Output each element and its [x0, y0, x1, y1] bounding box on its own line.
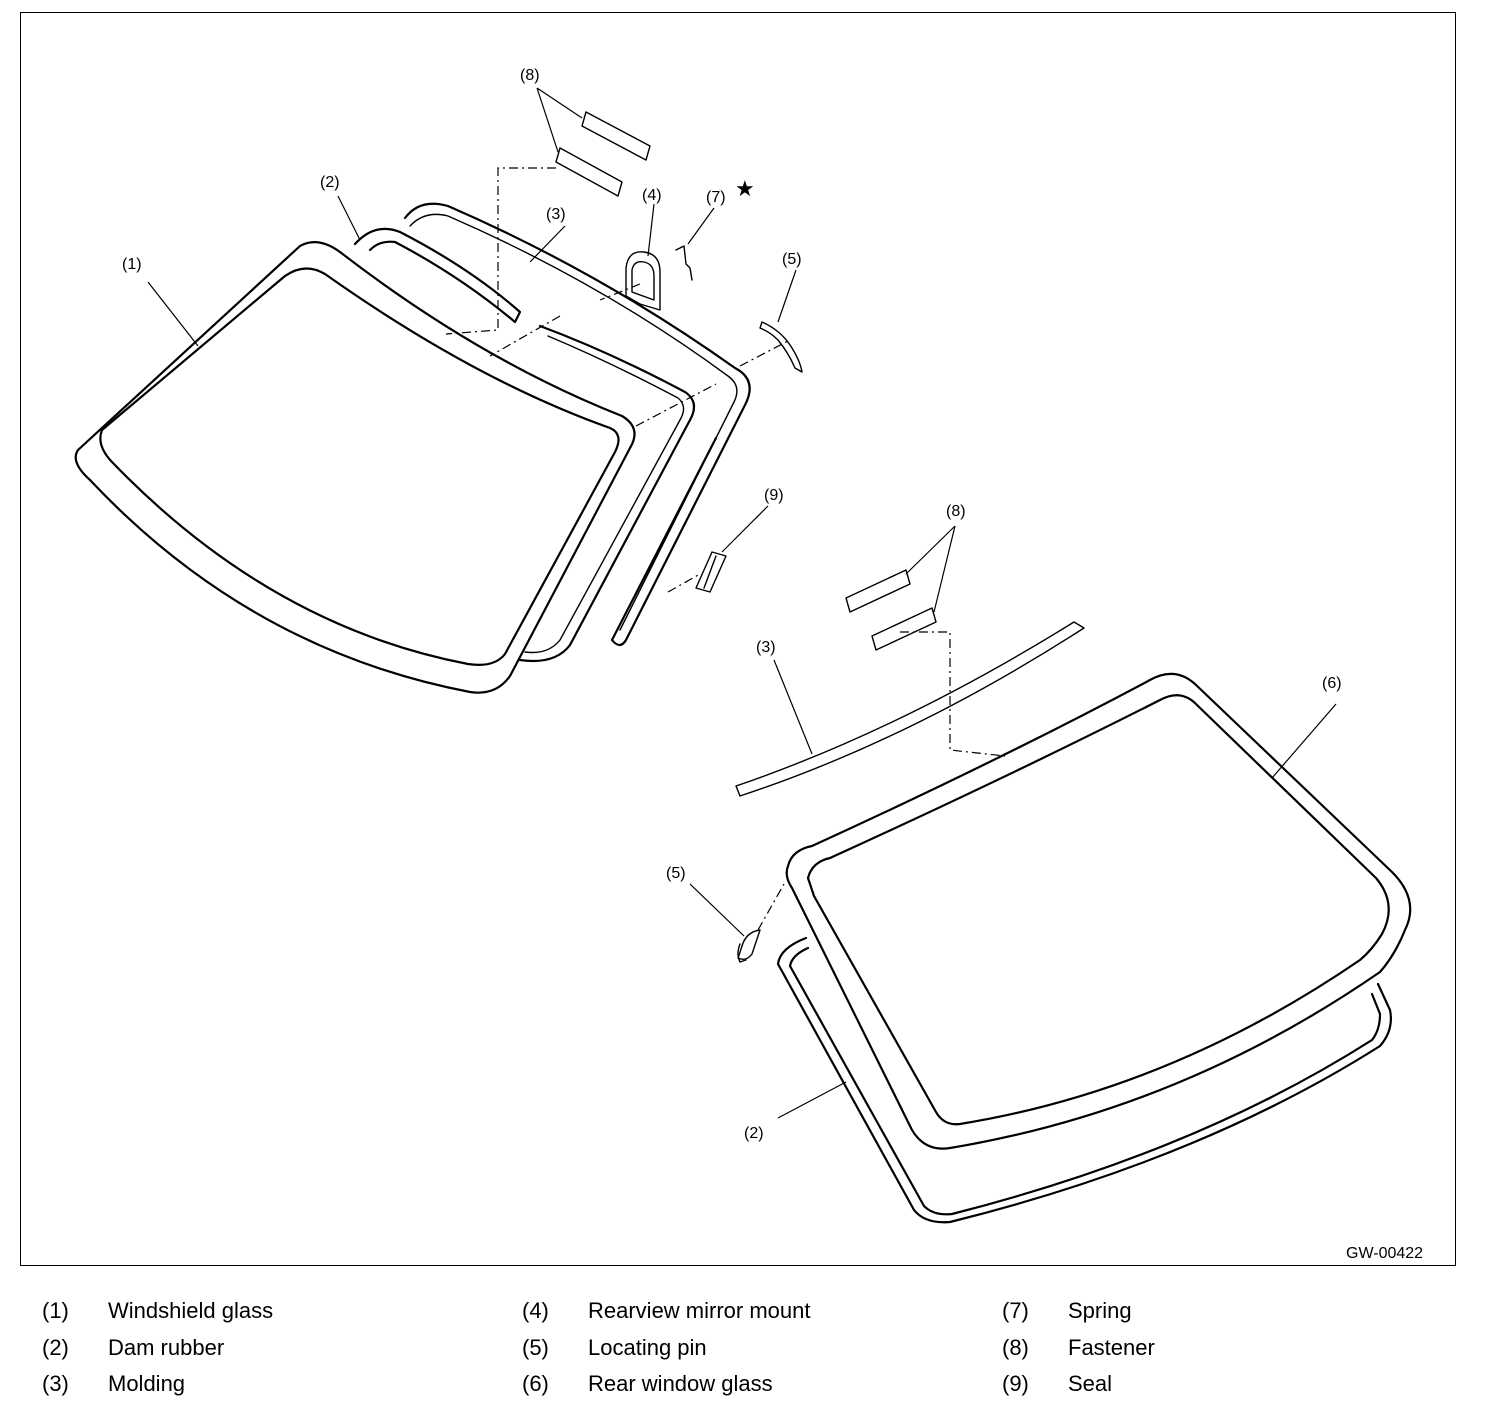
upper-dam-rubber: [353, 227, 696, 663]
legend-num: (8): [1002, 1335, 1029, 1360]
spring: [675, 207, 715, 281]
legend-name: Dam rubber: [108, 1335, 225, 1360]
legend-name: Molding: [108, 1371, 186, 1396]
legend-num: (5): [522, 1335, 549, 1360]
legend-num: (7): [1002, 1298, 1029, 1323]
callout-2-lower: (2): [744, 1125, 764, 1142]
lower-fasteners: [845, 525, 1006, 757]
callout-5-upper: (5): [782, 251, 802, 268]
legend-num: (9): [1002, 1371, 1029, 1396]
legend-num: (3): [42, 1371, 69, 1396]
callout-4: (4): [642, 187, 662, 204]
callout-7: (7): [706, 189, 726, 206]
rearview-mirror-mount: [489, 203, 661, 357]
exploded-parts-diagram: (1) (2) (3) (4) (7) ★ (5) (8) (9) (8) (3…: [74, 67, 1423, 1262]
upper-fasteners: [445, 87, 651, 335]
lower-dam-rubber: [776, 936, 1392, 1224]
seal: [667, 505, 769, 593]
parts-legend: (1) Windshield glass (2) Dam rubber (3) …: [0, 1290, 1504, 1410]
star-symbol: ★: [735, 176, 755, 201]
lower-locating-pin: [689, 883, 785, 963]
callout-3-lower: (3): [756, 639, 776, 656]
legend-name: Seal: [1068, 1371, 1113, 1396]
callout-6: (6): [1322, 675, 1342, 692]
rear-window-glass: [785, 672, 1412, 1150]
windshield-glass: [74, 241, 636, 694]
legend-name: Windshield glass: [108, 1298, 274, 1323]
callout-8-lower: (8): [946, 503, 966, 520]
upper-leaders: [147, 195, 566, 347]
callout-5-lower: (5): [666, 865, 686, 882]
legend-name: Rear window glass: [588, 1371, 773, 1396]
callout-9: (9): [764, 487, 784, 504]
figure-code: GW-00422: [1346, 1245, 1423, 1262]
callout-8-upper: (8): [520, 67, 540, 84]
legend-name: Locating pin: [588, 1335, 707, 1360]
legend-num: (1): [42, 1298, 69, 1323]
legend-num: (2): [42, 1335, 69, 1360]
callout-3-upper: (3): [546, 206, 566, 223]
legend-name: Fastener: [1068, 1335, 1155, 1360]
upper-locating-pin: [635, 269, 803, 427]
upper-molding: [403, 202, 751, 647]
callout-2-upper: (2): [320, 174, 340, 191]
callout-1: (1): [122, 256, 142, 273]
lower-molding: [735, 621, 1085, 797]
diagram-frame: [20, 12, 1456, 1266]
legend-name: Spring: [1068, 1298, 1132, 1323]
legend-num: (6): [522, 1371, 549, 1396]
legend-num: (4): [522, 1298, 549, 1323]
legend-name: Rearview mirror mount: [588, 1298, 811, 1323]
